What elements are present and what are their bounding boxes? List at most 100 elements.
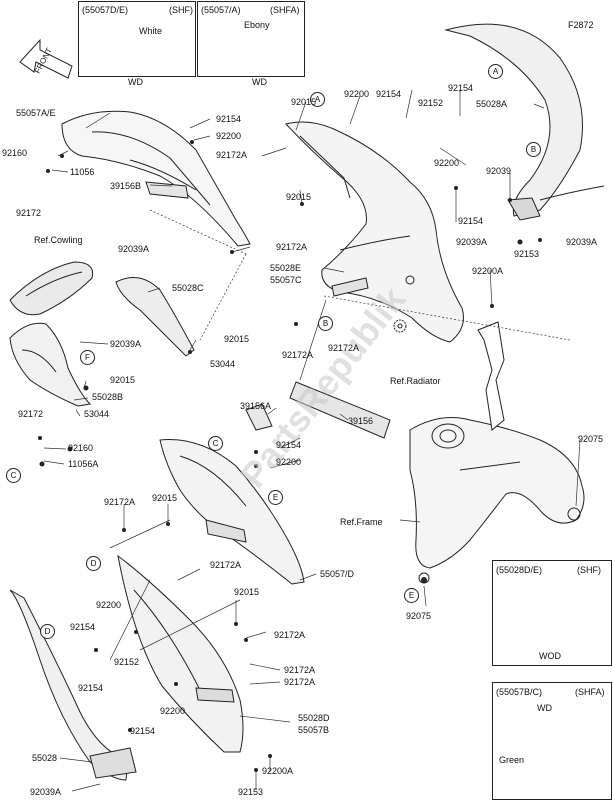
callout-letter: B xyxy=(318,316,333,331)
part-label: 55057C xyxy=(270,275,302,285)
part-label: 92200 xyxy=(434,158,460,168)
part-label: 92172A xyxy=(274,630,306,640)
callout-letter: D xyxy=(86,556,101,571)
part-label: 92200A xyxy=(262,766,294,776)
strip-39156 xyxy=(289,381,391,439)
part-label: 92154 xyxy=(458,216,484,226)
inset-top-right: (55057/A) (SHFA) Ebony xyxy=(197,1,305,77)
part-label: 55028C xyxy=(172,283,204,293)
inset-variant: (SHF) xyxy=(577,565,601,575)
part-label: 92154 xyxy=(130,726,156,736)
inset-bottom-low: (55057B/C) (SHFA) WD Green xyxy=(492,682,612,800)
part-label: 92200 xyxy=(344,89,370,99)
inset-code: (55057D/E) xyxy=(82,5,129,15)
ref-cowling: Ref.Cowling xyxy=(34,235,83,245)
part-label: 92200A xyxy=(472,266,504,276)
part-label: 92015 xyxy=(291,97,317,107)
part-label: 92172A xyxy=(276,242,308,252)
part-label: 92160 xyxy=(68,443,94,453)
part-label: 11056 xyxy=(70,167,95,177)
callout-letter: D xyxy=(40,624,55,639)
part-label: 92039 xyxy=(486,166,512,176)
part-label: 92015 xyxy=(234,587,260,597)
part-label: 92039A xyxy=(30,787,62,797)
callout-letter: C xyxy=(6,468,21,483)
callout-letter: C xyxy=(208,436,223,451)
part-label: 39156 xyxy=(348,416,374,426)
part-label: 39156A xyxy=(240,401,272,411)
part-label: 92154 xyxy=(448,83,474,93)
part-label: 55057B xyxy=(298,725,330,735)
part-label: 92172 xyxy=(18,409,44,419)
part-label: 92015 xyxy=(110,375,136,385)
part-label: 92152 xyxy=(114,657,140,667)
part-label: 92039A xyxy=(566,237,598,247)
part-label: 92153 xyxy=(514,249,540,259)
part-label: 92153 xyxy=(238,787,264,797)
inset-color: Ebony xyxy=(244,20,270,30)
part-label: 92172A xyxy=(284,665,316,675)
lower-belly-strip xyxy=(9,589,129,781)
callout-letter: A xyxy=(488,64,503,79)
part-label: 55028D xyxy=(298,713,330,723)
radiator-bracket xyxy=(477,321,505,431)
part-label: 92172A xyxy=(328,343,360,353)
radiator-ref-gear-icon xyxy=(393,319,407,333)
callout-letter: F xyxy=(80,350,95,365)
part-label: 92152 xyxy=(418,98,444,108)
part-label: 92200 xyxy=(96,600,122,610)
part-label: 55057A/E xyxy=(16,108,56,118)
part-label: 39156B xyxy=(110,181,142,191)
part-label: 92154 xyxy=(78,683,104,693)
middle-lower-fairing xyxy=(159,439,305,585)
inset-color: Green xyxy=(499,755,525,765)
inset-code: (55057B/C) xyxy=(496,687,543,697)
figure-code: F2872 xyxy=(568,20,594,30)
ref-radiator: Ref.Radiator xyxy=(390,376,441,386)
callout-letter: A xyxy=(310,92,325,107)
part-label: 53044 xyxy=(84,409,110,419)
part-label: 92172A xyxy=(282,350,314,360)
part-label: 55028B xyxy=(92,392,124,402)
part-label: 92075 xyxy=(406,611,432,621)
inset-caption: WD xyxy=(252,77,267,87)
part-label: 92200 xyxy=(276,457,302,467)
part-label: 55028 xyxy=(32,753,58,763)
upper-left-cowl xyxy=(61,110,251,247)
ref-frame: Ref.Frame xyxy=(340,517,383,527)
part-label: 92015 xyxy=(286,192,312,202)
part-label: 92154 xyxy=(70,622,96,632)
part-label: 92039A xyxy=(118,244,150,254)
part-label: 92200 xyxy=(216,131,242,141)
part-label: 92172A xyxy=(210,560,242,570)
inset-code: (55057/A) xyxy=(201,5,241,15)
part-label: 92015 xyxy=(152,493,178,503)
part-label: 92160 xyxy=(2,148,28,158)
part-label: 55028E xyxy=(270,263,302,273)
inset-caption: WD xyxy=(128,77,143,87)
part-label: 92172A xyxy=(216,150,248,160)
part-label: 92154 xyxy=(216,114,242,124)
front-arrow-icon xyxy=(19,38,73,79)
callout-letter: E xyxy=(404,588,419,603)
cowling-side-piece xyxy=(9,261,94,316)
inset-code: (55028D/E) xyxy=(496,565,543,575)
inset-variant: (SHFA) xyxy=(575,687,605,697)
part-label: 92172A xyxy=(104,497,136,507)
upper-right-bracket xyxy=(444,23,583,217)
strip-39156a xyxy=(245,403,273,431)
part-label: 53044 xyxy=(210,359,236,369)
inset-caption: WD xyxy=(537,703,552,713)
part-label: 92075 xyxy=(578,434,604,444)
inset-color: White xyxy=(139,26,163,36)
frame-assembly xyxy=(409,417,585,569)
part-label: 92039A xyxy=(110,339,142,349)
part-label: 92154 xyxy=(376,89,402,99)
part-label: 92039A xyxy=(456,237,488,247)
inset-bottom-mid: (55028D/E) (SHF) WOD xyxy=(492,560,612,666)
part-label: 92200 xyxy=(160,706,186,716)
upper-center-fairing xyxy=(285,121,464,343)
part-label: 92154 xyxy=(276,440,302,450)
inset-top-left: (55057D/E) (SHF) White xyxy=(78,1,196,77)
